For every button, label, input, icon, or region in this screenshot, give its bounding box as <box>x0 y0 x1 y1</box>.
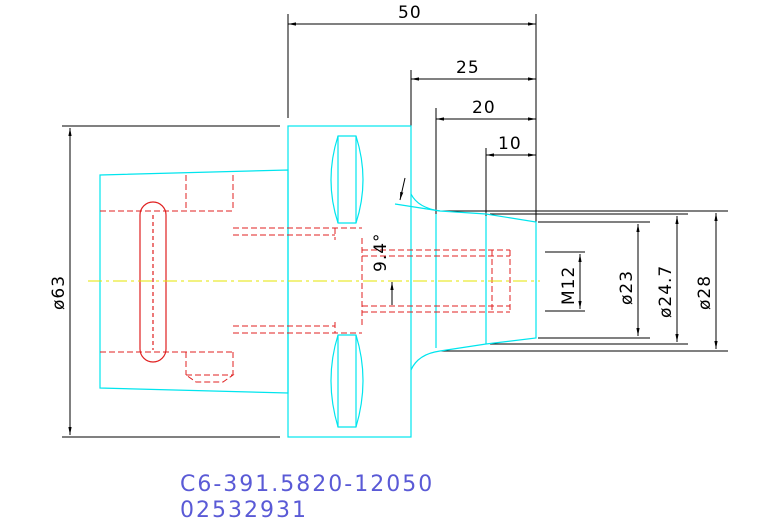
dim-text-d63: ø63 <box>49 275 69 310</box>
dim-text-50: 50 <box>398 3 422 23</box>
dim-text-d23: ø23 <box>617 270 637 305</box>
dim-line-angle-top <box>399 177 406 201</box>
dim-text-25: 25 <box>456 58 480 78</box>
part-number-label: C6-391.5820-12050 <box>180 472 435 497</box>
dim-text-d28: ø28 <box>695 275 715 310</box>
serial-number-label: 02532931 <box>180 498 308 523</box>
cross-pin <box>139 201 167 363</box>
dim-text-d24-7: ø24.7 <box>656 265 676 318</box>
dimension-lines <box>68 22 718 435</box>
dim-text-10: 10 <box>498 134 522 154</box>
dim-text-m12: M12 <box>559 266 579 305</box>
hidden-lines <box>100 175 511 383</box>
extension-lines <box>62 14 728 438</box>
dim-text-20: 20 <box>472 98 496 118</box>
dim-text-angle: 9.4° <box>371 232 391 272</box>
